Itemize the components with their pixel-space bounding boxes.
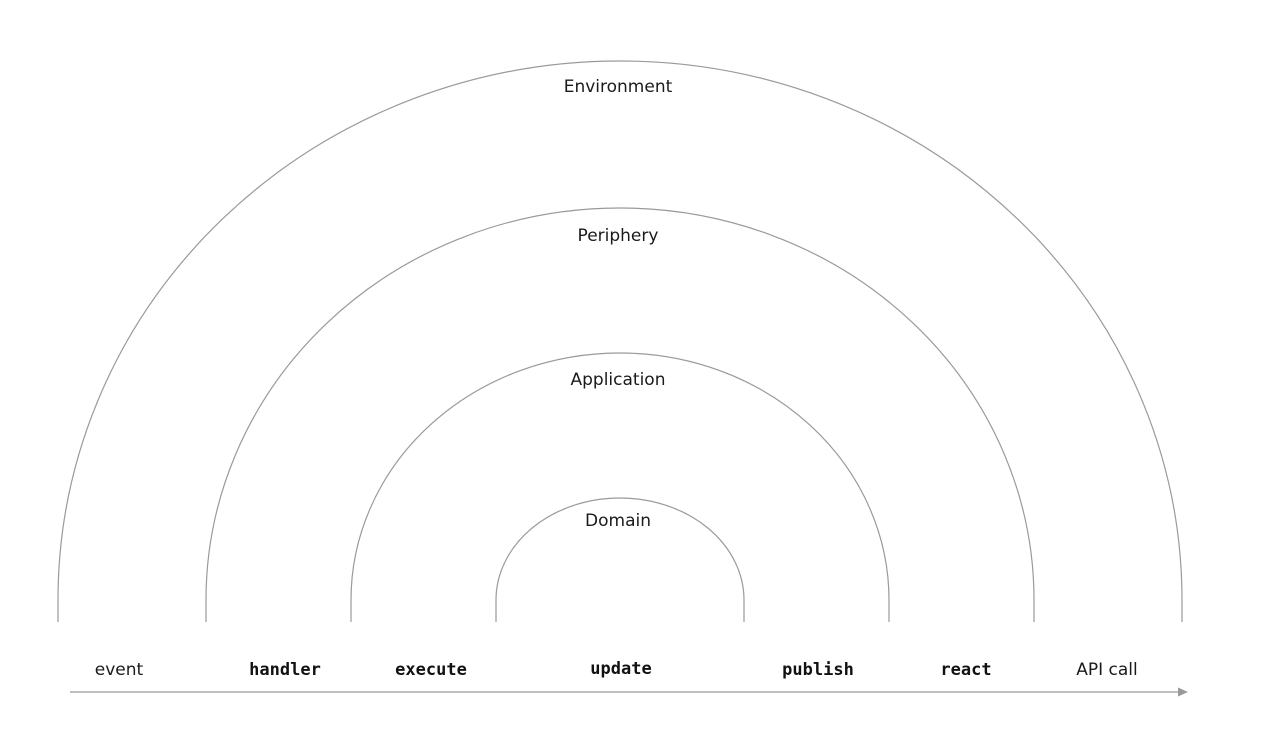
environment-arc <box>57 60 1183 622</box>
layer-label-periphery: Periphery <box>578 226 659 246</box>
step-label-api-call: API call <box>1076 660 1138 680</box>
step-label-event: event <box>95 660 144 680</box>
layer-label-domain: Domain <box>585 511 651 531</box>
step-label-publish: publish <box>782 660 854 680</box>
layer-label-application: Application <box>571 370 666 390</box>
application-arc <box>350 352 890 622</box>
periphery-arc <box>205 207 1035 622</box>
step-label-execute: execute <box>395 660 467 680</box>
step-label-react: react <box>940 660 991 680</box>
step-label-update: update <box>590 659 651 679</box>
step-label-handler: handler <box>249 660 321 680</box>
flow-arrow-head-icon <box>1178 687 1188 697</box>
domain-arc <box>495 497 745 622</box>
layer-label-environment: Environment <box>564 77 673 97</box>
